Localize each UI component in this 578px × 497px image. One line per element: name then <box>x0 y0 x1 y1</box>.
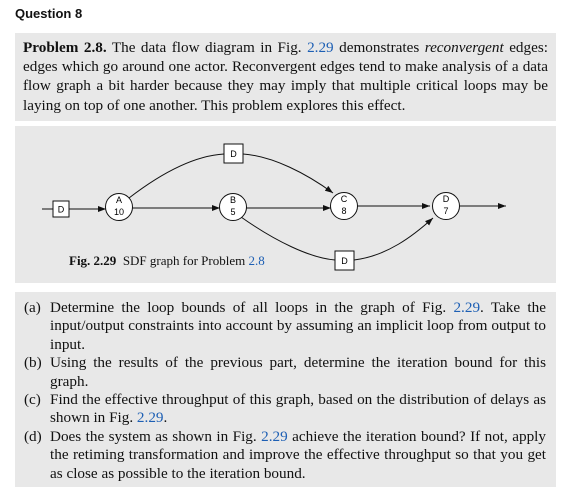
top-delay-label: D <box>230 149 237 159</box>
problem-statement: Problem 2.8. The data flow diagram in Fi… <box>15 33 556 121</box>
caption-problem-link[interactable]: 2.8 <box>248 253 265 268</box>
part-c-text-2: . <box>163 409 168 427</box>
bottom-delay-label: D <box>341 256 348 266</box>
problem-text-3: edges: edges which go around one actor. … <box>23 39 548 114</box>
actor-b-time: 5 <box>230 207 235 217</box>
edge-b-to-d-bottom <box>240 216 336 261</box>
actor-a-name: A <box>116 195 122 205</box>
part-d-text: Does the system as shown in Fig. 2.29 ac… <box>50 428 546 483</box>
caption-label: Fig. 2.29 <box>69 253 117 268</box>
actor-c-time: 8 <box>341 206 346 216</box>
part-d-label: (d) <box>24 427 42 445</box>
part-d-text-2: achieve the iteration bound? If not, app… <box>50 427 546 482</box>
actor-b-name: B <box>230 195 236 205</box>
question-title: Question 8 <box>15 6 83 21</box>
part-c: (c) Find the effective throughput of thi… <box>24 391 546 428</box>
edge-delay-to-c <box>242 153 334 194</box>
part-b-text-1: Using the results of the previous part, … <box>50 354 546 390</box>
part-b-text: Using the results of the previous part, … <box>50 354 546 391</box>
sdf-graph: D D D A 10 B 5 C 8 D 7 <box>42 143 506 271</box>
edge-delay-to-d <box>353 217 434 261</box>
problem-emphasis: reconvergent <box>424 39 504 56</box>
sdf-figure: D D D A 10 B 5 C 8 D 7 Fig. 2.29 S <box>15 126 556 283</box>
actor-c-name: C <box>341 194 348 204</box>
top-delay <box>223 143 244 164</box>
actor-d <box>432 192 460 220</box>
part-d-text-1: Does the system as shown in Fig. <box>50 427 262 445</box>
question-parts: (a) Determine the loop bounds of all loo… <box>15 292 556 487</box>
problem-label: Problem 2.8. <box>23 39 107 56</box>
part-a-label: (a) <box>24 299 41 316</box>
part-c-figure-link[interactable]: 2.29 <box>136 409 164 427</box>
problem-text-1: The data flow diagram in Fig. <box>106 39 308 56</box>
bottom-delay <box>334 250 355 271</box>
part-a-figure-link[interactable]: 2.29 <box>453 299 481 316</box>
actor-b <box>219 193 247 221</box>
part-a-text-2: . Take the input/output constraints into… <box>50 299 546 353</box>
problem-text-2: demonstrates <box>333 39 425 56</box>
part-b: (b) Using the results of the previous pa… <box>24 354 546 391</box>
actor-d-name: D <box>443 194 450 204</box>
figure-caption: Fig. 2.29 SDF graph for Problem 2.8 <box>69 253 265 269</box>
part-c-text: Find the effective throughput of this gr… <box>50 391 546 428</box>
part-a-text-1: Determine the loop bounds of all loops i… <box>50 299 454 316</box>
actor-a <box>105 193 133 221</box>
problem-figure-link[interactable]: 2.29 <box>307 39 334 56</box>
actor-a-time: 10 <box>114 207 124 217</box>
part-d: (d) Does the system as shown in Fig. 2.2… <box>24 428 546 483</box>
edge-a-to-c-top <box>128 153 225 199</box>
part-a: (a) Determine the loop bounds of all loo… <box>24 299 546 354</box>
part-d-figure-link[interactable]: 2.29 <box>261 427 288 445</box>
actor-c <box>330 192 358 220</box>
actor-d-time: 7 <box>443 206 448 216</box>
part-b-label: (b) <box>24 354 42 372</box>
part-c-label: (c) <box>24 391 41 409</box>
input-delay-label: D <box>58 205 65 215</box>
part-c-text-1: Find the effective throughput of this gr… <box>50 391 546 427</box>
caption-text: SDF graph for Problem <box>116 253 249 268</box>
part-a-text: Determine the loop bounds of all loops i… <box>50 299 546 354</box>
